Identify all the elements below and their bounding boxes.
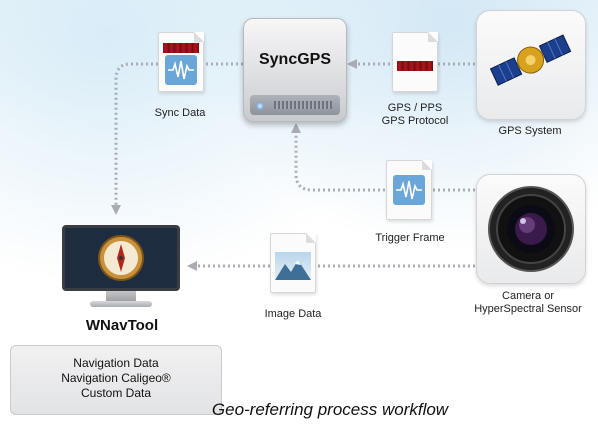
wnavtool-item: Navigation Data	[73, 356, 159, 370]
satellite-icon	[489, 34, 572, 86]
drive-led-icon	[256, 102, 264, 110]
image-data-document-icon	[270, 233, 316, 293]
waveform-icon	[165, 55, 197, 85]
camera-label-line1: Camera or	[502, 290, 554, 302]
gps-protocol-label-line1: GPS / PPS	[387, 102, 443, 114]
connector-camera-to-syncgps	[291, 123, 475, 192]
monitor-screen	[62, 225, 180, 291]
compass-icon	[98, 235, 144, 281]
waveform-icon	[393, 175, 425, 205]
sync-data-label: Sync Data	[154, 107, 206, 119]
syncgps-title: SyncGPS	[258, 51, 332, 68]
drive-grille	[274, 101, 332, 109]
camera-label: Camera or HyperSpectral Sensor	[458, 290, 598, 316]
camera-label-line2: HyperSpectral Sensor	[474, 303, 582, 315]
syncgps-drive: SyncGPS	[243, 18, 347, 122]
gps-system-label: GPS System	[498, 125, 562, 137]
gps-system-tile	[476, 10, 586, 120]
wnavtool-data-box: Navigation Data Navigation Caligeo® Cust…	[10, 345, 222, 415]
trigger-frame-label: Trigger Frame	[375, 232, 445, 244]
camera-lens-icon	[488, 186, 574, 272]
gps-protocol-label: GPS / PPS GPS Protocol	[370, 102, 460, 128]
sync-data-document-icon	[158, 32, 204, 92]
wnavtool-title: WNavTool	[85, 317, 159, 334]
gps-protocol-label-line2: GPS Protocol	[381, 115, 449, 127]
diagram-caption: Geo-referring process workflow	[211, 400, 449, 419]
image-data-label: Image Data	[264, 308, 322, 320]
wnavtool-item: Navigation Caligeo®	[61, 371, 171, 385]
mountain-image-icon	[275, 252, 311, 280]
gps-protocol-document-icon	[392, 32, 438, 92]
trigger-frame-document-icon	[386, 160, 432, 220]
wnavtool-monitor	[62, 225, 180, 309]
camera-tile	[476, 174, 586, 284]
wnavtool-item: Custom Data	[80, 386, 152, 400]
